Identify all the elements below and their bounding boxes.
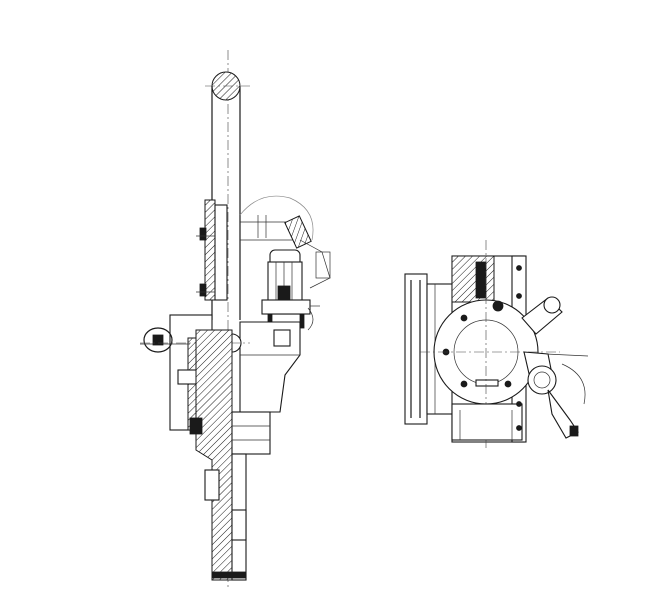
rail-bolt-2 [516,293,522,299]
rail-bolt-1 [516,265,522,271]
motor-cap [315,251,331,279]
gearbox-arc-outline [239,195,314,241]
front-view [404,240,589,450]
motor-body [527,365,557,395]
base-bolt-2 [299,313,305,329]
top-hatched-block [451,255,495,303]
clamp-bolt-lower [199,283,207,297]
motor-inner [533,371,551,389]
shaft-collar [231,411,271,455]
side-hook [307,307,314,331]
shaft-tip [211,571,247,579]
shaft-key [231,509,247,541]
spring-base-plate [261,299,311,315]
clamp-plate-left [204,199,216,301]
motor-housing-outline [299,239,331,289]
disk-bolt-tl [460,314,468,322]
upper-arm-knob [543,296,561,314]
dim-line-right [545,353,589,357]
side-view [140,50,331,590]
lower-base [451,403,523,441]
rail-bolt-4 [516,425,522,431]
hub-lower-bolt [189,417,203,435]
disk-bolt-br [504,380,512,388]
rail-bolt-3 [516,401,522,407]
clamp-plate-inner [214,204,228,301]
housing-bolt-box [273,329,291,347]
disk-slot [475,379,499,387]
lower-housing [239,321,301,413]
handwheel-hub [152,334,164,346]
lever-tip [569,425,579,437]
gearbox-elbow [284,215,312,249]
disk-bolt-bl [460,380,468,388]
lever-curve [561,363,586,405]
disk-bolt-top [492,300,504,312]
top-key [475,261,487,299]
clamp-bolt-upper [199,227,207,241]
lower-shaft-section [195,329,233,581]
flange-outer [404,273,428,425]
handwheel-ring [143,327,173,353]
spring-nut [277,285,291,301]
shaft-slot [204,469,220,501]
